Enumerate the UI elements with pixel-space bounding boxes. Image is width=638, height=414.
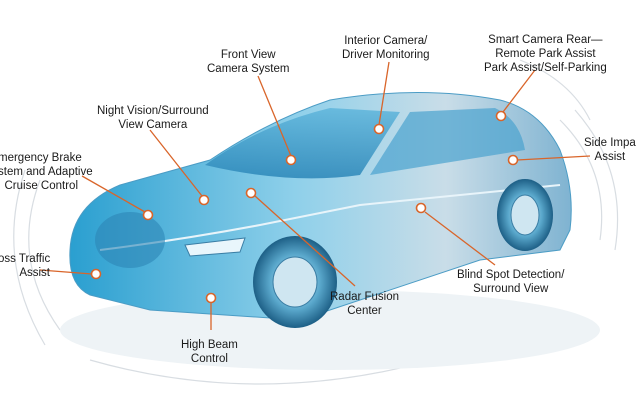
sensor-marker-smart-rear xyxy=(495,110,507,122)
sensor-marker-side-impact xyxy=(507,154,519,166)
side-windows xyxy=(370,108,525,175)
sensor-marker-high-beam xyxy=(205,292,217,304)
headlight xyxy=(184,237,246,257)
sensor-marker-interior xyxy=(373,123,385,135)
sensor-marker-emergency xyxy=(142,209,154,221)
grille xyxy=(95,212,165,268)
windshield xyxy=(205,108,400,179)
sensor-marker-cross-traffic xyxy=(90,268,102,280)
leader-lines xyxy=(39,61,591,330)
sensor-marker-front-view xyxy=(285,154,297,166)
label-blind-spot: Blind Spot Detection/Surround View xyxy=(457,269,565,295)
label-interior-camera: Interior Camera/Driver Monitoring xyxy=(342,35,430,61)
sensor-marker-radar xyxy=(245,187,257,199)
sensor-marker-blind-spot xyxy=(415,202,427,214)
sensor-marker-night-vision xyxy=(198,194,210,206)
